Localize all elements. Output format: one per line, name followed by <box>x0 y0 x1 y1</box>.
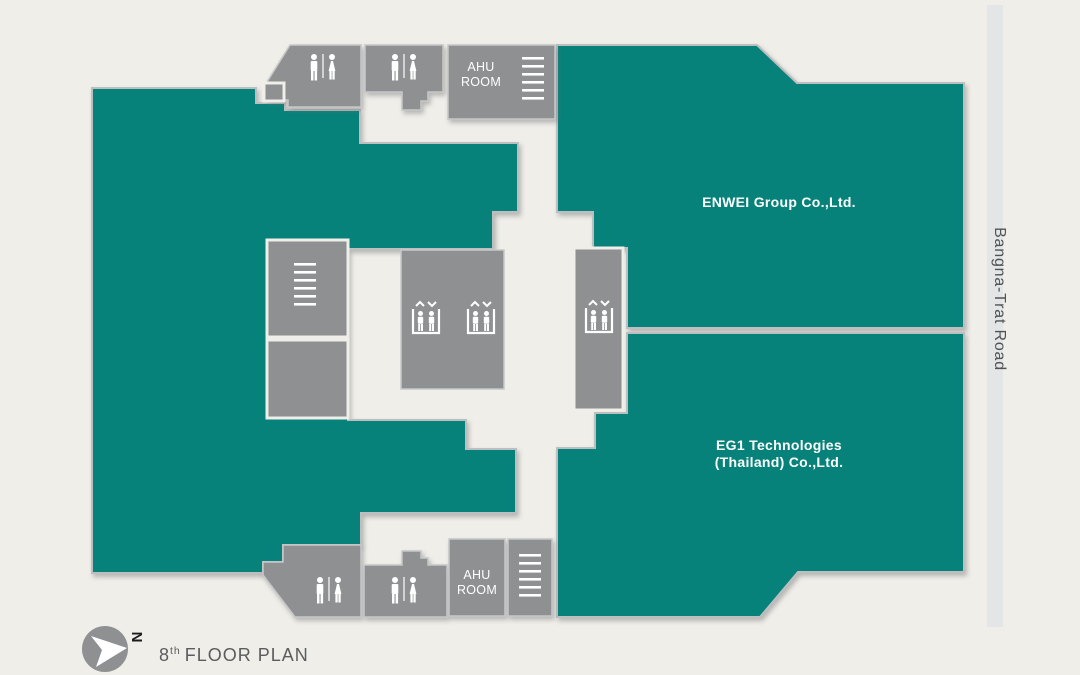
service-shaft-top <box>262 81 286 103</box>
road-bar <box>987 5 1003 627</box>
ahu-room-bottom <box>448 538 506 617</box>
bottom-room-shapes <box>262 538 553 618</box>
tenant-area-eg1 <box>556 332 965 618</box>
compass: N <box>82 626 145 672</box>
road-label: Bangna-Trat Road <box>991 227 1008 371</box>
core-blocks <box>265 238 625 420</box>
restroom-bottom-east <box>363 550 448 618</box>
elevator-bank-east <box>572 246 625 412</box>
top-room-shapes <box>266 44 556 120</box>
stair-block-west-upper <box>265 238 350 339</box>
tenant-area-enwei <box>556 44 965 329</box>
stair-block-west-lower <box>265 338 350 420</box>
tenant-label-enwei: ENWEI Group Co.,Ltd. <box>702 194 856 210</box>
compass-north-label: N <box>128 632 145 643</box>
tenant-areas <box>91 44 965 618</box>
tenant-label-eg1: EG1 Technologies(Thailand) Co.,Ltd. <box>715 437 844 470</box>
north-arrow-icon <box>91 636 127 667</box>
stair-room-bottom <box>507 538 553 617</box>
road: Bangna-Trat Road <box>987 5 1008 627</box>
